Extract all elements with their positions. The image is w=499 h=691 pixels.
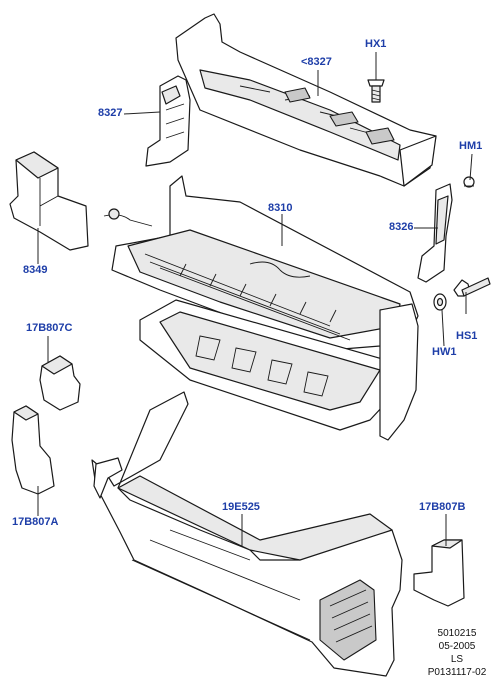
- lower-frame-part: [91, 391, 403, 677]
- hs1-bolt-part: [453, 277, 491, 297]
- hw1-washer-part: [433, 293, 447, 311]
- label-17b807c: 17B807C: [26, 322, 73, 334]
- block-17b807c-part: [39, 355, 81, 411]
- label-8327-left: 8327: [98, 107, 123, 119]
- upper-deflector-part: [175, 13, 437, 187]
- label-8326: 8326: [389, 221, 414, 233]
- main-deflector-part: [103, 175, 419, 441]
- right-bracket-part: [417, 183, 453, 283]
- footer-reference: P0131117-02: [427, 667, 487, 678]
- label-8327-upper: <8327: [301, 56, 332, 68]
- footer-code: 5010215: [437, 628, 477, 639]
- leader-lines: [37, 52, 473, 546]
- block-17b807b-part: [413, 539, 465, 607]
- label-17b807b: 17B807B: [419, 501, 466, 513]
- hm1-clip-part: [463, 176, 475, 188]
- label-8349: 8349: [23, 264, 48, 276]
- footer-ls: LS: [450, 654, 464, 665]
- hx1-screw-part: [367, 79, 385, 103]
- block-8349-part: [9, 151, 89, 251]
- label-17b807a: 17B807A: [12, 516, 59, 528]
- label-19e525: 19E525: [222, 501, 260, 513]
- label-hm1: HM1: [459, 140, 483, 152]
- block-17b807a-part: [11, 405, 55, 495]
- label-hw1: HW1: [432, 346, 457, 358]
- label-hs1: HS1: [456, 330, 478, 342]
- label-8310: 8310: [268, 202, 293, 214]
- label-hx1: HX1: [365, 38, 387, 50]
- left-bracket-part: [145, 75, 191, 167]
- footer-date: 05-2005: [438, 641, 476, 652]
